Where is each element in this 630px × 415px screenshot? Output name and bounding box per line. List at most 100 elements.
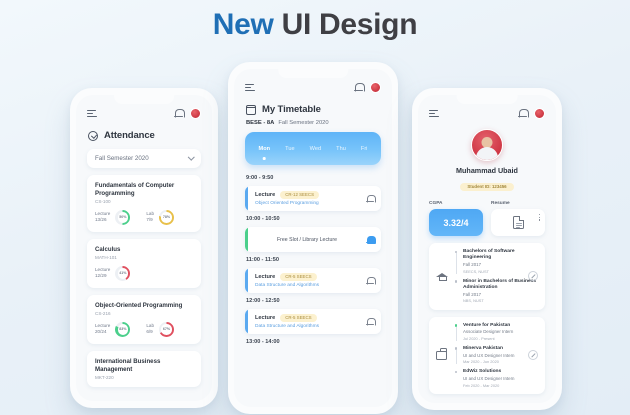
slot-bell-icon[interactable] bbox=[366, 194, 376, 203]
avatar[interactable] bbox=[534, 108, 545, 119]
attendance-screen: Attendance Fall Semester 2020 Fundamenta… bbox=[76, 95, 212, 401]
metric-label: Lecture bbox=[95, 267, 111, 273]
ring-percent: 67% bbox=[162, 327, 171, 332]
day-tab-label: Thu bbox=[336, 146, 346, 152]
menu-icon[interactable] bbox=[87, 109, 97, 118]
bell-icon[interactable] bbox=[354, 83, 365, 93]
slot-bell-icon[interactable] bbox=[366, 235, 376, 244]
timeline-meta: Feb 2020 - Mar 2020 bbox=[463, 382, 500, 388]
semester-label: Fall Semester 2020 bbox=[278, 120, 329, 126]
slot-subject: Data Structure and Algorithms bbox=[255, 324, 319, 330]
attendance-ring: 67% bbox=[159, 321, 174, 337]
more-vertical-icon[interactable] bbox=[538, 214, 540, 221]
day-tab-label: Fri bbox=[360, 146, 368, 152]
cgpa-label: CGPA bbox=[429, 201, 443, 206]
slot-bell-icon[interactable] bbox=[366, 317, 376, 326]
attendance-ring: 41% bbox=[115, 265, 131, 281]
chevron-down-icon bbox=[187, 153, 194, 161]
section-title: My Timetable bbox=[262, 104, 321, 115]
edit-icon[interactable] bbox=[528, 271, 538, 282]
avatar[interactable] bbox=[190, 108, 201, 119]
metric-label: Lecture bbox=[95, 211, 111, 217]
day-tab-wed[interactable]: Wed bbox=[310, 137, 321, 160]
timeline-title: Minerva Pakistan bbox=[463, 345, 503, 351]
attendance-ring: 50% bbox=[115, 209, 131, 225]
day-tab-tue[interactable]: Tue bbox=[285, 137, 294, 160]
ring-inner: 50% bbox=[117, 211, 129, 223]
class-code: BESE - 8A bbox=[246, 120, 275, 126]
timeline-dot bbox=[454, 347, 458, 351]
metric-value: 6/9 bbox=[146, 329, 153, 335]
slot-bell-icon[interactable] bbox=[366, 276, 376, 285]
timeline-title: Minor in Bachelors of Business Administr… bbox=[463, 278, 537, 291]
phone-notch bbox=[114, 95, 174, 104]
metric-label: Lab bbox=[146, 211, 154, 217]
ring-percent: 83% bbox=[119, 327, 127, 332]
timeline-marker bbox=[454, 249, 458, 274]
phone-attendance: Attendance Fall Semester 2020 Fundamenta… bbox=[70, 88, 218, 408]
resume-card[interactable] bbox=[491, 209, 545, 236]
timeline-line bbox=[455, 326, 457, 341]
course-code: MKT-220 bbox=[95, 374, 114, 380]
timeline-marker bbox=[454, 369, 458, 387]
timetable-section-header: My Timetable bbox=[234, 96, 392, 115]
slot-time: 11:00 - 11:50 bbox=[246, 257, 279, 263]
slot-type: Lecture bbox=[255, 191, 276, 198]
cgpa-column: CGPA 3.32/4 bbox=[429, 201, 483, 236]
day-tab-mon[interactable]: Mon bbox=[259, 137, 271, 160]
resume-label: Resume bbox=[491, 201, 510, 206]
class-semester-line: BESE - 8A Fall Semester 2020 bbox=[234, 115, 392, 126]
menu-icon[interactable] bbox=[429, 109, 439, 118]
slot-time: 10:00 - 10:50 bbox=[246, 216, 280, 222]
ring-percent: 50% bbox=[119, 215, 127, 220]
timetable-slot-card[interactable]: Lecture CR-12 SEECS Object Oriented Progra… bbox=[245, 186, 381, 211]
timetable-slot-card[interactable]: Free Slot / Library Lecture bbox=[245, 227, 381, 252]
bell-icon[interactable] bbox=[174, 109, 185, 119]
timeline-marker bbox=[454, 323, 458, 341]
slot-room-badge: CR-12 SEECS bbox=[280, 190, 320, 199]
timeline-meta: NBS, NUST bbox=[463, 298, 484, 304]
profile-avatar[interactable] bbox=[471, 129, 503, 161]
slot-free-text: Free Slot / Library Lecture bbox=[277, 236, 337, 243]
day-tab-fri[interactable]: Fri bbox=[361, 137, 368, 160]
cgpa-card[interactable]: 3.32/4 bbox=[429, 209, 483, 236]
timetable-appbar bbox=[234, 69, 392, 96]
day-tab-thu[interactable]: Thu bbox=[336, 137, 346, 160]
menu-icon[interactable] bbox=[245, 83, 255, 92]
timeline-title: Venture for Pakistan bbox=[463, 322, 511, 328]
bell-icon[interactable] bbox=[518, 109, 529, 119]
timeline-dot bbox=[454, 250, 458, 254]
avatar[interactable] bbox=[370, 82, 381, 93]
slot-subject: Object Oriented Programming bbox=[255, 201, 319, 207]
timeline-meta: Jul 2020 - Present bbox=[463, 335, 495, 341]
timeline-line bbox=[455, 350, 457, 365]
graduation-cap-icon bbox=[435, 272, 448, 282]
semester-dropdown[interactable]: Fall Semester 2020 bbox=[87, 149, 201, 168]
metric-value: 13/26 bbox=[95, 217, 107, 223]
edit-icon[interactable] bbox=[528, 350, 538, 361]
ring-percent: 78% bbox=[162, 215, 171, 220]
day-tab-label: Wed bbox=[309, 146, 322, 152]
metric-label: Lecture bbox=[95, 323, 111, 329]
metric-label: Lab bbox=[146, 323, 154, 329]
